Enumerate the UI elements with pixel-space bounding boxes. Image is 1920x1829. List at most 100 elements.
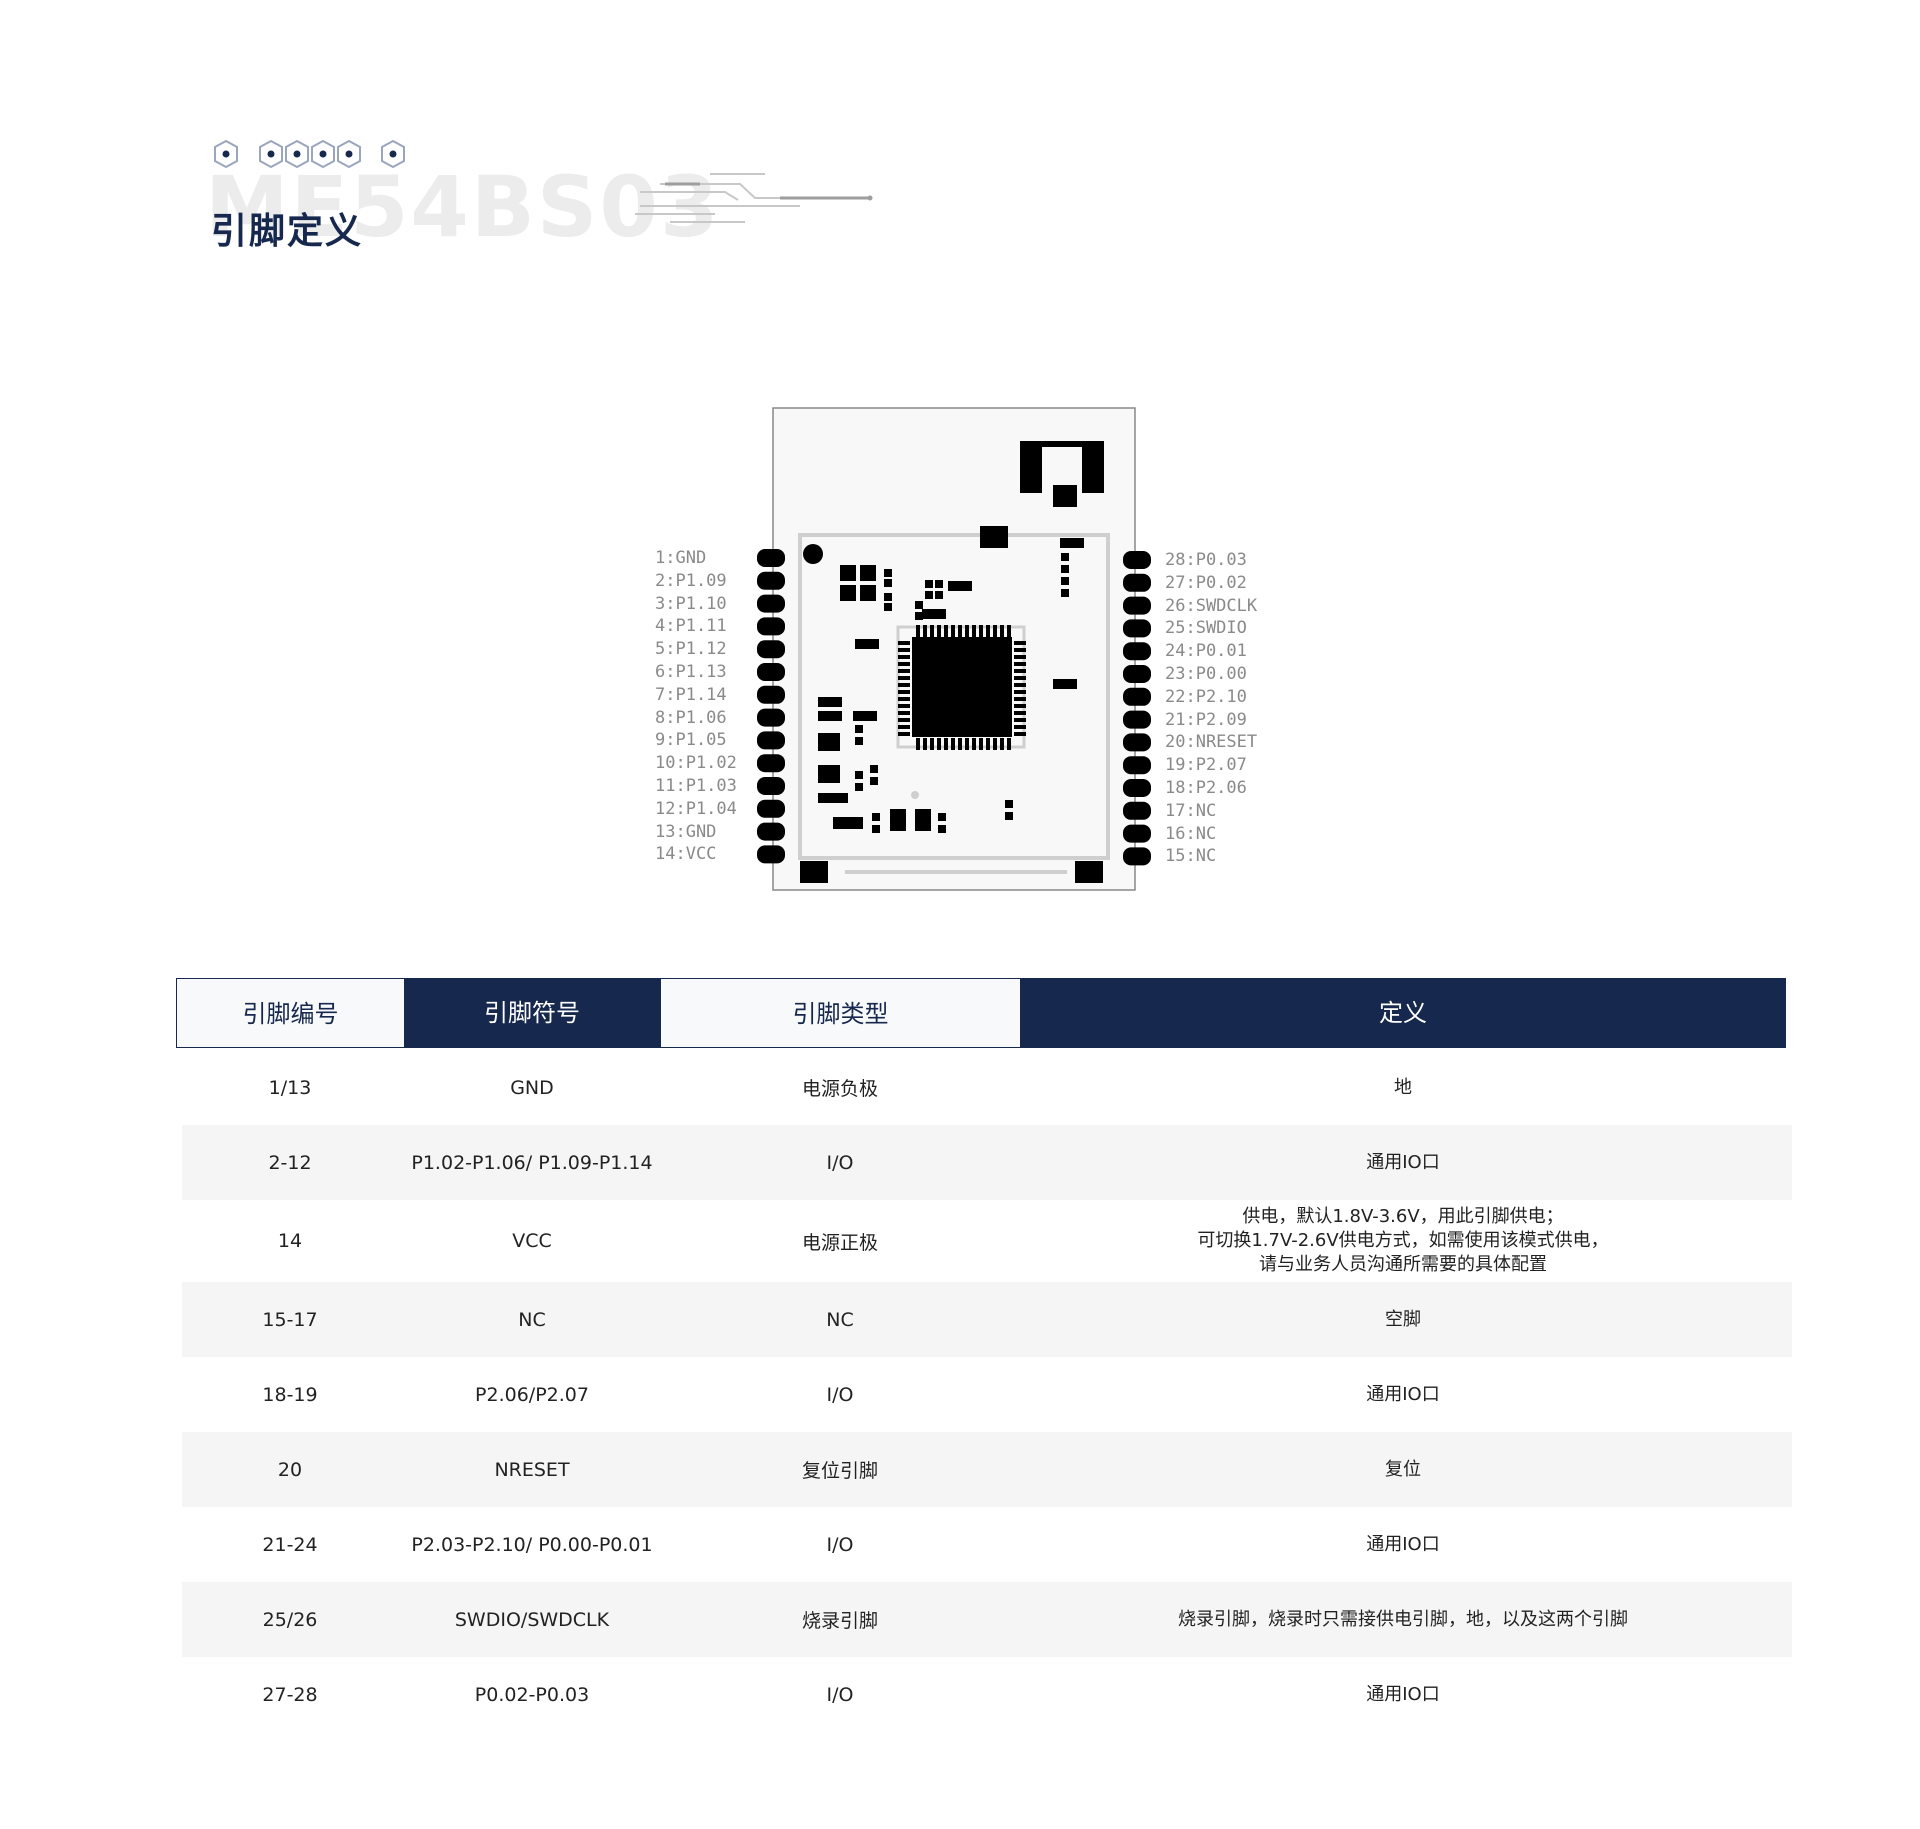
right-pin-pad (1123, 801, 1151, 820)
right-pin-pad (1123, 710, 1151, 729)
cell-pin-symbol: P1.02-P1.06/ P1.09-P1.14 (411, 1151, 653, 1174)
definition-line: 通用IO口 (1366, 1151, 1440, 1173)
right-pin-label: 18:P2.06 (1165, 778, 1247, 798)
cell-pin-symbol: SWDIO/SWDCLK (454, 1608, 610, 1631)
cell-definition: 地 (1020, 1050, 1786, 1125)
cell-pin-number: 2-12 (268, 1151, 312, 1174)
cell-pin-symbol: P0.02-P0.03 (474, 1683, 590, 1706)
right-pin-pad (1123, 756, 1151, 775)
right-pin-label: 21:P2.09 (1165, 709, 1247, 730)
definition-line: 地 (1394, 1076, 1412, 1098)
right-pin-label: 28:P0.03 (1165, 550, 1247, 570)
right-pin-label: 22:P2.10 (1165, 686, 1247, 707)
header-pin-type: 引脚类型 (660, 978, 1020, 1048)
left-pin-pad (757, 799, 785, 818)
definition-line: 供电，默认1.8V-3.6V，用此引脚供电； (1242, 1206, 1564, 1227)
cell-definition: 通用IO口 (1020, 1357, 1786, 1432)
right-pin-label: 26:SWDCLK (1165, 595, 1258, 616)
cell-pin-type: I/O (826, 1383, 854, 1406)
table-row: 1/13 GND 电源负极 地 (176, 1050, 1786, 1125)
right-pin-pad (1123, 619, 1151, 638)
left-pin-label: 6:P1.13 (655, 662, 727, 682)
left-pin-label: 10:P1.02 (655, 753, 737, 774)
right-pin-pad (1123, 779, 1151, 797)
left-pin-pad (757, 708, 785, 727)
cell-pin-type: 电源负极 (801, 1078, 878, 1100)
left-pin-pad (757, 777, 785, 795)
left-pin-pad (757, 685, 785, 704)
cell-definition: 空脚 (1020, 1282, 1786, 1357)
left-pin-pad (757, 617, 785, 636)
pin-definition-table: 引脚编号 引脚符号 引脚类型 定义 1/13 GND 电源负极 地 2-12 P1.02-… (176, 978, 1792, 1732)
left-pin-label: 9:P1.05 (655, 730, 727, 751)
left-pin-label: 11:P1.03 (655, 776, 737, 796)
right-pin-pad (1123, 687, 1151, 706)
right-pin-pad (1123, 551, 1151, 569)
cell-definition: 烧录引脚，烧录时只需接供电引脚，地，以及这两个引脚 (1020, 1582, 1786, 1657)
cell-pin-number: 14 (277, 1230, 303, 1252)
definition-line: 烧录引脚，烧录时只需接供电引脚，地，以及这两个引脚 (1178, 1608, 1628, 1630)
left-pin-pad (757, 822, 785, 841)
cell-pin-type: 烧录引脚 (801, 1610, 878, 1632)
left-pin-label: 13:GND (655, 821, 717, 842)
cell-pin-symbol: NRESET (494, 1458, 570, 1481)
right-pin-label: 25:SWDIO (1165, 618, 1247, 639)
left-pin-pad (757, 663, 785, 681)
cell-pin-type: 电源正极 (801, 1231, 878, 1254)
page-title: 引脚定义 (211, 211, 364, 252)
left-pin-pad (757, 640, 785, 659)
header-pin-number: 引脚编号 (176, 978, 404, 1048)
left-pin-pad (757, 549, 785, 567)
circuit-lines-decoration (635, 173, 873, 223)
definition-line: 可切换1.7V-2.6V供电方式，如需使用该模式供电， (1197, 1230, 1609, 1251)
left-pin-label: 3:P1.10 (655, 593, 727, 614)
cell-pin-symbol: P2.06/P2.07 (475, 1383, 589, 1406)
right-pin-label: 24:P0.01 (1165, 641, 1247, 662)
definition-line: 请与业务人员沟通所需要的具体配置 (1259, 1254, 1547, 1275)
model-watermark: ME54BS03 (205, 158, 721, 256)
right-pin-pad (1123, 665, 1151, 683)
cell-pin-type: I/O (826, 1683, 854, 1706)
cell-pin-symbol: P2.03-P2.10/ P0.00-P0.01 (411, 1533, 653, 1556)
left-pin-label: 12:P1.04 (655, 798, 737, 819)
hexagon-icons (212, 138, 412, 170)
right-pin-label: 19:P2.07 (1165, 755, 1247, 776)
cell-pin-number: 1/13 (268, 1076, 312, 1099)
cell-pin-number: 25/26 (262, 1608, 318, 1631)
table-header: 引脚编号 引脚符号 引脚类型 定义 (176, 978, 1786, 1050)
left-pin-label: 14:VCC (655, 844, 717, 865)
left-pin-pad (757, 845, 785, 864)
right-pin-label: 20:NRESET (1165, 732, 1258, 753)
right-pin-pad (1123, 824, 1151, 843)
right-pin-pad (1123, 733, 1151, 752)
left-pin-label: 8:P1.06 (655, 707, 727, 728)
left-pin-label: 5:P1.12 (655, 639, 727, 660)
left-pin-label: 1:GND (655, 548, 707, 568)
cell-definition: 供电，默认1.8V-3.6V，用此引脚供电； 可切换1.7V-2.6V供电方式，如… (1020, 1200, 1786, 1282)
cell-pin-type: 复位引脚 (801, 1460, 878, 1482)
right-pin-pad (1123, 847, 1151, 866)
hexagon-dots-icon (214, 139, 405, 169)
cell-pin-number: 20 (277, 1458, 303, 1481)
cell-pin-type: NC (826, 1308, 854, 1331)
module-pcb-drawing (757, 407, 1151, 891)
table-body: 1/13 GND 电源负极 地 2-12 P1.02-P1.06/ P1.09-P1.14… (176, 1050, 1792, 1732)
cell-definition: 通用IO口 (1020, 1507, 1786, 1582)
cell-pin-type: I/O (826, 1151, 854, 1174)
cell-pin-symbol: NC (518, 1308, 546, 1331)
table-row: 2-12 P1.02-P1.06/ P1.09-P1.14 I/O 通用IO口 (176, 1125, 1792, 1200)
left-pin-pad (757, 754, 785, 773)
header-pin-symbol: 引脚符号 (404, 978, 660, 1048)
cell-pin-number: 21-24 (262, 1533, 318, 1556)
cell-definition: 通用IO口 (1020, 1657, 1786, 1732)
right-pin-pad (1123, 596, 1151, 615)
right-pin-pad (1123, 573, 1151, 592)
cell-pin-symbol: GND (510, 1076, 554, 1099)
definition-line: 通用IO口 (1366, 1533, 1440, 1555)
